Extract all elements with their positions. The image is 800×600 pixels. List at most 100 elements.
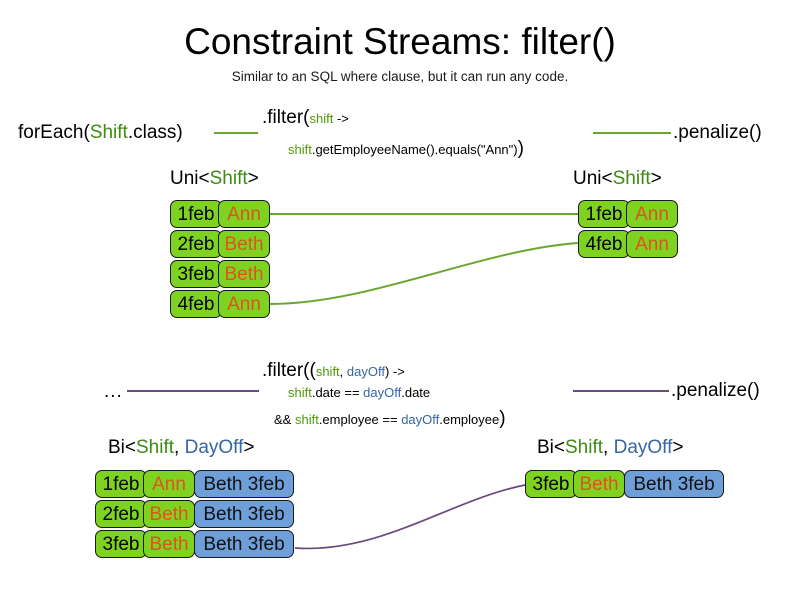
fact-name-text: Ann [227,293,261,315]
fact-date-cell[interactable]: 4feb [578,230,630,258]
fact-date-cell[interactable]: 1feb [95,470,147,498]
filter-param-shift-bi: shift [315,364,340,379]
uni-left-type-label: Uni<Shift> [170,168,259,190]
foreach-type: Shift [89,122,128,143]
fact-dayoff-cell[interactable]: Beth 3feb [194,500,294,528]
fact-name-text: Beth [224,263,264,285]
filter-l3-amp: && [274,412,295,427]
bi-left-type-prefix: Bi< [108,437,136,458]
fact-dayoff-cell[interactable]: Beth 3feb [194,530,294,558]
bi-left-type-sep: , [174,437,185,458]
fact-name-cell[interactable]: Ann [626,200,678,228]
fact-date-cell[interactable]: 1feb [578,200,630,228]
bi-left-type-generic2: DayOff [184,437,244,458]
fact-name-text: Beth [149,533,189,555]
filter-var-shift: shift [288,142,312,157]
filter-l2-mid2: .date [401,385,431,400]
filter-l3-shift: shift [294,412,319,427]
fact-name-cell[interactable]: Ann [626,230,678,258]
filter-body-uni: .getEmployeeName().equals("Ann") [311,142,518,157]
filter-expression-bi-line3: && shift.employee == dayOff.employee) [274,408,506,430]
uni-right-type-label: Uni<Shift> [573,168,662,190]
filter-l2-shift: shift [288,385,312,400]
fact-dayoff-cell[interactable]: Beth 3feb [624,470,724,498]
bi-right-type-generic1: Shift [565,437,604,458]
fact-name-cell[interactable]: Beth [573,470,625,498]
fact-date-cell[interactable]: 3feb [95,530,147,558]
filter-l3-dayoff: dayOff [401,412,440,427]
filter-l3-mid2: .employee [439,412,500,427]
filter-close-paren-uni: ) [517,138,524,159]
fact-date-text: 3feb [532,473,570,495]
bi-source-ellipsis: ... [104,381,123,402]
filter-l2-dayoff: dayOff [363,385,402,400]
page-subtitle: Similar to an SQL where clause, but it c… [231,69,569,84]
fact-date-text: 4feb [177,293,215,315]
fact-date-text: 3feb [102,533,140,555]
fact-date-text: 3feb [177,263,215,285]
bi-right-type-label: Bi<Shift, DayOff> [537,437,683,459]
page-title: Constraint Streams: filter() [184,21,616,62]
fact-name-cell[interactable]: Beth [218,230,270,258]
filter-arrow-bi: ) -> [384,364,405,379]
uni-right-type-prefix: Uni< [573,168,613,189]
filter-param-dayoff-bi: dayOff [346,364,385,379]
uni-right-type-generic: Shift [612,168,651,189]
fact-date-cell[interactable]: 2feb [170,230,222,258]
filter-l3-mid1: .employee == [318,412,402,427]
filter-expression-uni-line2: shift.getEmployeeName().equals("Ann")) [288,138,524,160]
fact-date-cell[interactable]: 3feb [525,470,577,498]
filter-l2-mid1: .date == [311,385,364,400]
bi-right-type-suffix: > [672,437,684,458]
fact-name-text: Beth [149,503,189,525]
fact-date-cell[interactable]: 4feb [170,290,222,318]
fact-name-cell[interactable]: Beth [143,530,195,558]
uni-left-type-prefix: Uni< [170,168,210,189]
filter-param-shift: shift [309,111,334,126]
penalize-label-uni: .penalize() [673,122,762,143]
fact-date-text: 2feb [177,233,215,255]
fact-name-cell[interactable]: Ann [218,200,270,228]
filter-call-bi: .filter(( [262,360,316,381]
fact-date-text: 2feb [102,503,140,525]
filter-param-sep-bi: , [339,364,347,379]
fact-dayoff-text: Beth 3feb [633,473,715,495]
fact-name-text: Beth [224,233,264,255]
bi-left-type-label: Bi<Shift, DayOff> [108,437,254,459]
filter-expression-bi-line1: .filter((shift, dayOff) -> [262,360,405,382]
penalize-label-bi: .penalize() [671,380,760,401]
fact-name-cell[interactable]: Ann [218,290,270,318]
fact-name-text: Ann [635,203,669,225]
filter-arrow: -> [333,111,349,126]
bi-right-type-prefix: Bi< [537,437,565,458]
fact-dayoff-text: Beth 3feb [203,503,285,525]
filter-close-paren-bi: ) [499,408,506,429]
fact-date-cell[interactable]: 3feb [170,260,222,288]
bi-right-type-sep: , [603,437,614,458]
fact-name-text: Ann [635,233,669,255]
fact-name-cell[interactable]: Beth [218,260,270,288]
foreach-prefix: forEach( [18,122,90,143]
fact-date-text: 1feb [102,473,140,495]
bi-left-type-suffix: > [243,437,255,458]
fact-name-cell[interactable]: Ann [143,470,195,498]
fact-dayoff-cell[interactable]: Beth 3feb [194,470,294,498]
fact-date-text: 4feb [585,233,623,255]
uni-right-type-suffix: > [650,168,662,189]
bi-left-type-generic1: Shift [136,437,175,458]
fact-name-text: Ann [227,203,261,225]
fact-name-cell[interactable]: Beth [143,500,195,528]
fact-name-text: Ann [152,473,186,495]
wire-uni-4feb [269,242,579,305]
fact-date-text: 1feb [585,203,623,225]
fact-date-cell[interactable]: 2feb [95,500,147,528]
fact-date-cell[interactable]: 1feb [170,200,222,228]
filter-call: .filter( [262,107,310,128]
wire-bi-3feb [294,484,526,550]
fact-dayoff-text: Beth 3feb [203,533,285,555]
fact-name-text: Beth [579,473,619,495]
uni-left-type-generic: Shift [209,168,248,189]
foreach-expression: forEach(Shift.class) [18,122,183,144]
foreach-suffix: .class) [127,122,183,143]
